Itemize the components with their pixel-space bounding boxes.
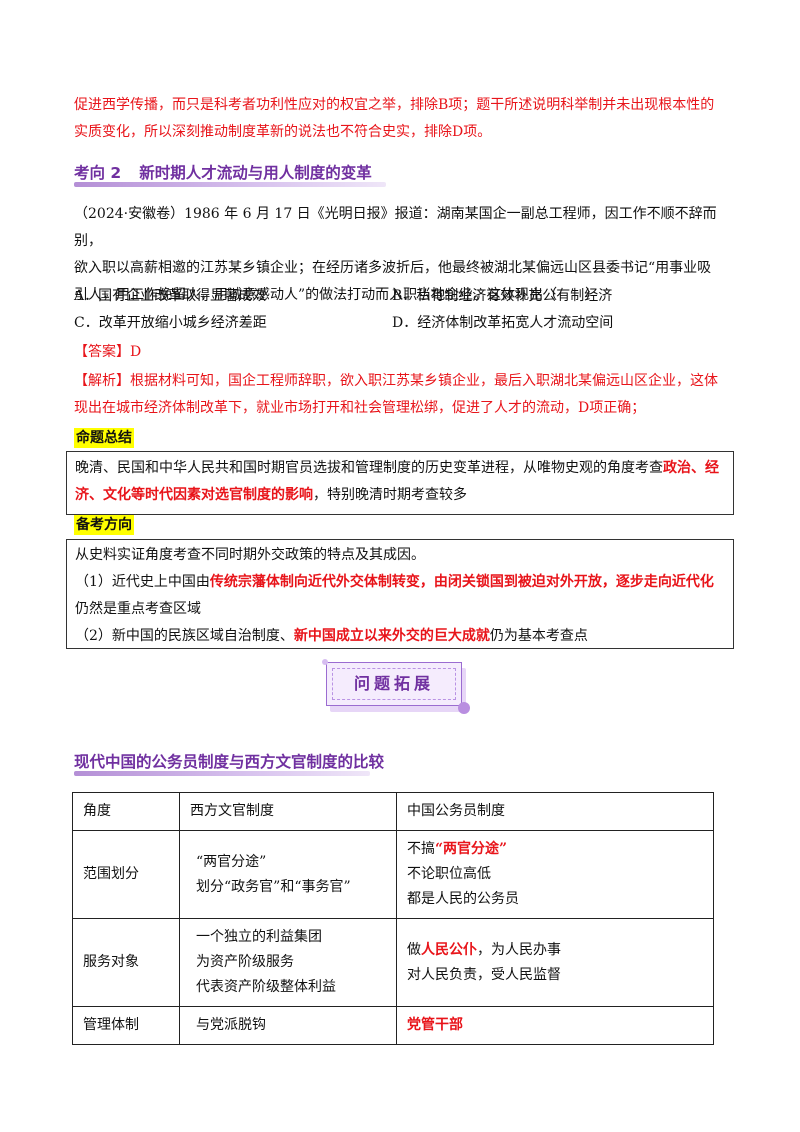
summary-box: 晚清、民国和中华人民共和国时期官员选拔和管理制度的历史变革进程，从唯物史观的角度… — [66, 451, 734, 515]
comparison-title: 现代中国的公务员制度与西方文官制度的比较 — [74, 753, 385, 771]
china-line: 不论职位高低 — [407, 866, 491, 882]
china-text: 做 — [407, 941, 421, 958]
question-stem: （2024·安徽卷）1986 年 6 月 17 日《光明日报》报道：湖南某国企一… — [74, 201, 734, 309]
expansion-badge: 问题拓展 — [322, 659, 474, 716]
badge-dot-small-icon — [322, 659, 328, 665]
table-header-row: 角度 西方文官制度 中国公务员制度 — [72, 792, 714, 831]
row-aspect: 管理体制 — [72, 1006, 180, 1045]
intro-line-1: 促进西学传播，而只是科考者功利性应对的权宜之举，排除B项；题干所述说明科举制并未… — [74, 97, 715, 113]
west-line: 划分“政务官”和“事务官” — [196, 878, 351, 895]
section-underline — [74, 182, 386, 187]
china-text: 不搞 — [407, 841, 435, 857]
china-line: 都是人民的公务员 — [407, 891, 519, 907]
table-row: 服务对象 一个独立的利益集团 为资产阶级服务 代表资产阶级整体利益 做人民公仆，… — [72, 918, 714, 1007]
west-line: 代表资产阶级整体利益 — [196, 979, 336, 995]
comparison-underline — [74, 771, 370, 776]
west-line: 一个独立的利益集团 — [196, 929, 322, 945]
question-line-3: 引人，用工作挽留人，用诚意感动人”的做法打动而入职当地企业。这体现出（ ） — [74, 287, 600, 303]
header-china: 中国公务员制度 — [396, 792, 714, 831]
summary-text-1: 晚清、民国和中华人民共和国时期官员选拔和管理制度的历史变革进程，从唯物史观的角度… — [75, 460, 663, 476]
row-west: 一个独立的利益集团 为资产阶级服务 代表资产阶级整体利益 — [179, 918, 397, 1007]
china-line: 对人民负责，受人民监督 — [407, 966, 561, 983]
table-row: 管理体制 与党派脱钩 党管干部 — [72, 1006, 714, 1045]
comparison-table: 角度 西方文官制度 中国公务员制度 范围划分 “两官分途” 划分“政务官”和“事… — [72, 792, 714, 1045]
china-text: ，为人民办事 — [477, 941, 561, 958]
intro-line-2: 实质变化，所以深刻推动制度革新的说法也不符合史实，排除D项。 — [74, 124, 492, 140]
header-west: 西方文官制度 — [179, 792, 397, 831]
direction-box: 从史料实证角度考查不同时期外交政策的特点及其成因。 （1）近代史上中国由传统宗藩… — [66, 539, 734, 649]
direction-item-2-tail: 仍为基本考查点 — [489, 628, 588, 644]
direction-line-1: 从史料实证角度考查不同时期外交政策的特点及其成因。 — [75, 547, 425, 563]
summary-emphasis-2: 济、文化等时代因素对选官制度的影响 — [75, 487, 313, 503]
row-china: 党管干部 — [396, 1006, 714, 1045]
direction-item-1: （1）近代史上中国由传统宗藩体制向近代外交体制转变，由闭关锁国到被迫对外开放，逐… — [75, 569, 725, 596]
west-line: “两官分途” — [196, 853, 267, 870]
option-a: A．国有企业改革取得显著成效 — [74, 288, 267, 304]
summary-text-2: ，特别晚清时期考查较多 — [313, 487, 467, 503]
badge-frame — [326, 662, 462, 706]
china-emphasis: “两官分途” — [435, 841, 508, 857]
direction-item-1-continued: 仍然是重点考查区域 — [75, 601, 201, 617]
summary-label: 命题总结 — [74, 428, 134, 448]
row-west: “两官分途” 划分“政务官”和“事务官” — [179, 830, 397, 919]
section-title: 新时期人才流动与用人制度的变革 — [139, 164, 372, 182]
summary-line-1: 晚清、民国和中华人民共和国时期官员选拔和管理制度的历史变革进程，从唯物史观的角度… — [75, 455, 725, 482]
row-west: 与党派脱钩 — [179, 1006, 397, 1045]
row-china: 不搞“两官分途” 不论职位高低 都是人民的公务员 — [396, 830, 714, 919]
option-c: C．改革开放缩小城乡经济差距 — [74, 315, 267, 331]
row-china: 做人民公仆，为人民办事 对人民负责，受人民监督 — [396, 918, 714, 1007]
option-b: B．私有制经济有效补充公有制经济 — [392, 288, 613, 304]
question-line-1: （2024·安徽卷）1986 年 6 月 17 日《光明日报》报道：湖南某国企一… — [74, 206, 717, 249]
direction-item-2-emphasis: 新中国成立以来外交的巨大成就 — [293, 628, 490, 644]
direction-item-1-emphasis: 传统宗藩体制向近代外交体制转变，由闭关锁国到被迫对外开放，逐步走向近代化 — [209, 574, 714, 590]
intro-paragraph: 促进西学传播，而只是科考者功利性应对的权宜之举，排除B项；题干所述说明科举制并未… — [74, 92, 734, 146]
analysis-line-1: 【解析】根据材料可知，国企工程师辞职，欲入职江苏某乡镇企业，最后入职湖北某偏远山… — [74, 373, 718, 389]
direction-label: 备考方向 — [74, 515, 134, 535]
summary-emphasis-1: 政治、经 — [663, 460, 719, 476]
row-aspect: 范围划分 — [72, 830, 180, 919]
analysis-paragraph: 【解析】根据材料可知，国企工程师辞职，欲入职江苏某乡镇企业，最后入职湖北某偏远山… — [74, 368, 734, 422]
analysis-line-2: 现出在城市经济体制改革下，就业市场打开和社会管理松绑，促进了人才的流动，D项正确… — [74, 400, 646, 416]
china-line: 做人民公仆，为人民办事 — [407, 938, 703, 963]
china-line: 不搞“两官分途” — [407, 837, 703, 862]
west-line: 为资产阶级服务 — [196, 954, 294, 970]
badge-dot-icon — [458, 702, 470, 714]
direction-item-1-text: （1）近代史上中国由 — [75, 574, 210, 590]
question-line-2: 欲入职以高薪相邀的江苏某乡镇企业；在经历诸多波折后，他最终被湖北某偏远山区县委书… — [74, 260, 712, 276]
header-aspect: 角度 — [72, 792, 180, 831]
answer-line: 【答案】D — [74, 344, 142, 360]
china-emphasis: 人民公仆 — [421, 941, 477, 958]
section-number: 考向 2 — [74, 164, 122, 182]
direction-item-2-text: （2）新中国的民族区域自治制度、 — [75, 628, 294, 644]
summary-line-2: 济、文化等时代因素对选官制度的影响，特别晚清时期考查较多 — [75, 482, 725, 509]
section-heading: 考向 2 新时期人才流动与用人制度的变革 — [74, 162, 372, 184]
row-aspect: 服务对象 — [72, 918, 180, 1007]
table-row: 范围划分 “两官分途” 划分“政务官”和“事务官” 不搞“两官分途” 不论职位高… — [72, 830, 714, 919]
direction-item-2: （2）新中国的民族区域自治制度、新中国成立以来外交的巨大成就仍为基本考查点 — [75, 623, 725, 650]
badge-label: 问题拓展 — [332, 668, 456, 700]
option-d: D．经济体制改革拓宽人才流动空间 — [392, 315, 614, 331]
